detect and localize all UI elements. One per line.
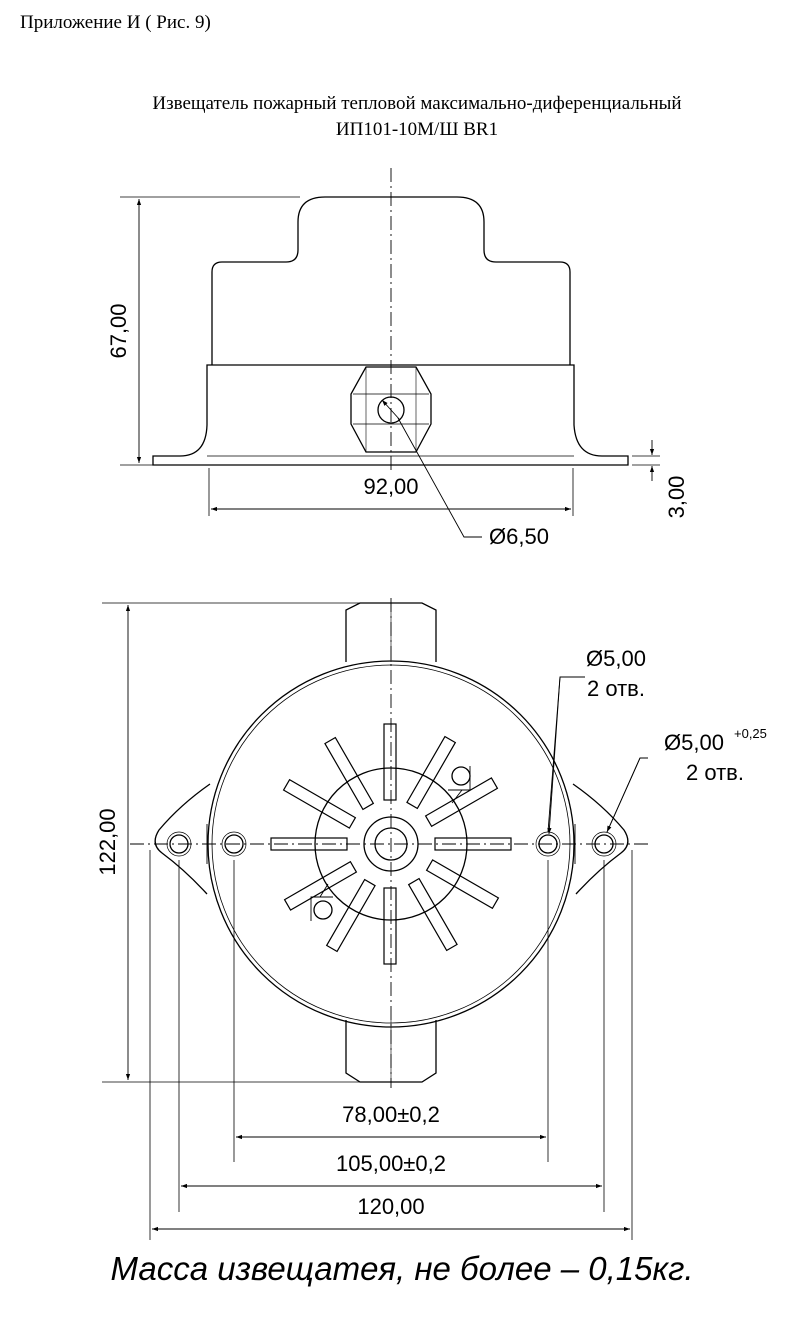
inner-hole-dim: Ø5,00 xyxy=(586,646,646,671)
heat-fins xyxy=(270,723,512,965)
side-view xyxy=(120,168,660,538)
dim-78: 78,00±0,2 xyxy=(342,1102,440,1127)
appendix-label: Приложение И ( Рис. 9) xyxy=(20,12,211,33)
outer-hole-count: 2 отв. xyxy=(686,760,744,785)
dim-120: 120,00 xyxy=(357,1194,424,1219)
base-body xyxy=(152,364,629,466)
left-ear xyxy=(154,783,211,895)
inner-hole-left xyxy=(224,834,244,854)
cable-hole xyxy=(377,396,405,424)
side-width-dim: 92,00 xyxy=(363,474,418,499)
top-view xyxy=(102,598,650,1240)
side-hole-dim: Ø6,50 xyxy=(489,524,549,549)
screw-hole-upper xyxy=(451,766,471,786)
dim-105: 105,00±0,2 xyxy=(336,1151,446,1176)
top-height-dim: 122,00 xyxy=(95,808,120,875)
outer-hole-dim: Ø5,00 xyxy=(664,730,724,755)
inner-hole-count: 2 отв. xyxy=(587,676,645,701)
screw-hole-lower xyxy=(313,900,333,920)
mass-note: Масса извещатея, не более – 0,15кг. xyxy=(110,1250,694,1287)
drawing-title-line2: ИП101-10М/Ш BR1 xyxy=(335,119,499,140)
right-ear xyxy=(572,783,629,895)
side-height-dim: 67,00 xyxy=(106,303,131,358)
dome-outline xyxy=(211,196,571,365)
drawing-title-line1: Извещатель пожарный тепловой максимально… xyxy=(152,93,682,114)
outer-hole-tolerance: +0,25 xyxy=(734,726,767,741)
side-base-dim: 3,00 xyxy=(664,476,689,519)
